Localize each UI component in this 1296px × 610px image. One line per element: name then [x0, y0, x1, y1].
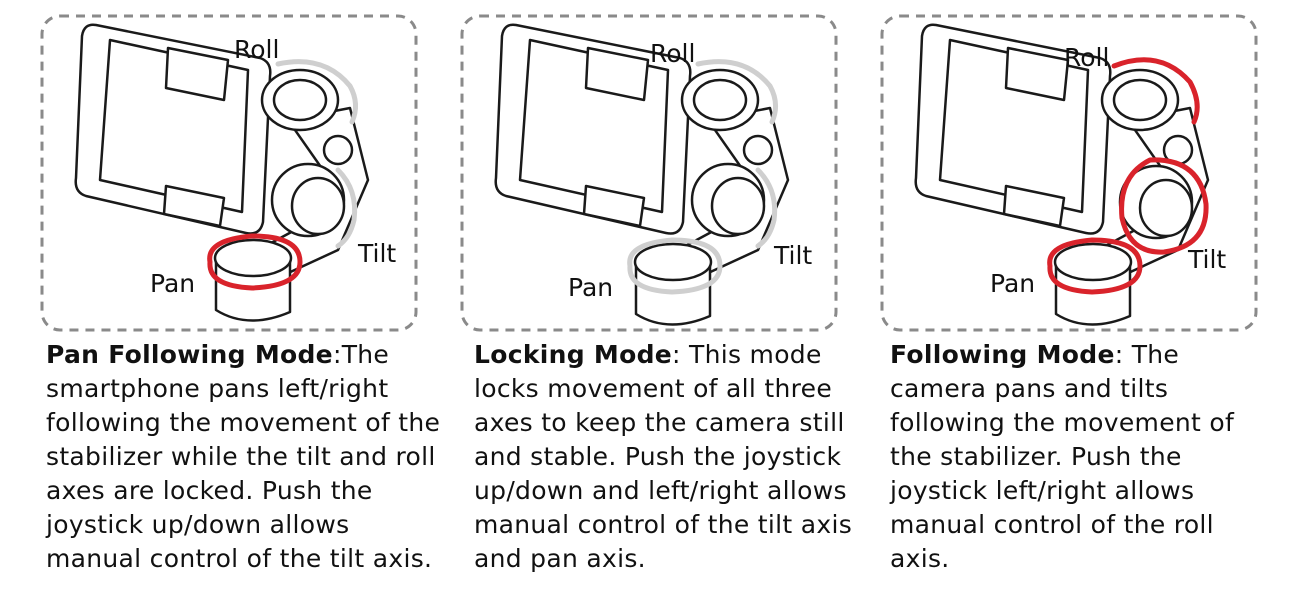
phone-clamp-top	[1004, 46, 1070, 102]
dashed-frame	[880, 14, 1258, 332]
mode-panel-locking: Roll Tilt Pan Locking Mode: This mode lo…	[458, 0, 878, 610]
title-separator: :	[332, 340, 342, 369]
phone-clamp-top	[584, 46, 650, 102]
phone-clamp-top	[164, 46, 230, 102]
pan-motor	[633, 242, 713, 282]
phone-clamp-bottom	[1002, 184, 1066, 228]
mode-description-text: The camera pans and tilts following the …	[890, 340, 1235, 573]
mode-description-text: This mode locks movement of all three ax…	[474, 340, 853, 573]
roll-indicator-arc	[275, 59, 358, 125]
pan-label: Pan	[990, 269, 1035, 298]
gimbal-illustration: Roll Tilt Pan	[880, 14, 1258, 332]
roll-indicator-arc	[695, 59, 778, 125]
gimbal-illustration: Roll Tilt Pan	[460, 14, 838, 332]
tilt-motor-cap	[290, 176, 346, 236]
mode-panel-pan-following: Roll Tilt Pan Pan Following Mode:The sma…	[38, 0, 458, 610]
joint-knob	[742, 134, 774, 166]
mode-description-text: The smartphone pans left/right following…	[46, 340, 441, 573]
mode-description: Pan Following Mode:The smartphone pans l…	[46, 338, 446, 576]
roll-indicator-arc	[1111, 57, 1200, 125]
tilt-label: Tilt	[357, 239, 396, 268]
mode-panel-following: Roll Tilt Pan Following Mode: The camera…	[878, 0, 1296, 610]
mode-description: Following Mode: The camera pans and tilt…	[890, 338, 1280, 576]
phone-clamp-bottom	[162, 184, 226, 228]
mode-title: Locking Mode	[474, 340, 673, 369]
pan-indicator-arc	[1047, 237, 1143, 295]
pan-motor	[1053, 242, 1133, 282]
mode-title: Following Mode	[890, 340, 1115, 369]
tilt-label: Tilt	[773, 241, 812, 270]
joint-knob	[322, 134, 354, 166]
title-separator: :	[1114, 340, 1132, 369]
tilt-label: Tilt	[1187, 245, 1226, 274]
pan-indicator-arc	[207, 233, 303, 291]
roll-label: Roll	[650, 39, 695, 68]
roll-motor-cap	[272, 78, 328, 122]
phone-clamp-bottom	[582, 184, 646, 228]
tilt-indicator-arc	[335, 167, 358, 249]
dashed-frame	[460, 14, 838, 332]
pan-motor	[213, 238, 293, 278]
pan-indicator-arc	[627, 237, 723, 295]
pan-label: Pan	[150, 269, 195, 298]
roll-motor-cap	[1112, 78, 1168, 122]
tilt-indicator-arc	[1119, 157, 1209, 255]
roll-label: Roll	[234, 35, 279, 64]
tilt-indicator-arc	[755, 167, 778, 249]
gimbal-illustration: Roll Tilt Pan	[40, 14, 418, 332]
tilt-motor-cap	[1138, 178, 1194, 238]
title-separator: :	[672, 340, 690, 369]
mode-description: Locking Mode: This mode locks movement o…	[474, 338, 874, 576]
dashed-frame	[40, 14, 418, 332]
pan-label: Pan	[568, 273, 613, 302]
mode-title: Pan Following Mode	[46, 340, 333, 369]
roll-label: Roll	[1064, 43, 1109, 72]
tilt-motor-cap	[710, 176, 766, 236]
roll-motor-cap	[692, 78, 748, 122]
